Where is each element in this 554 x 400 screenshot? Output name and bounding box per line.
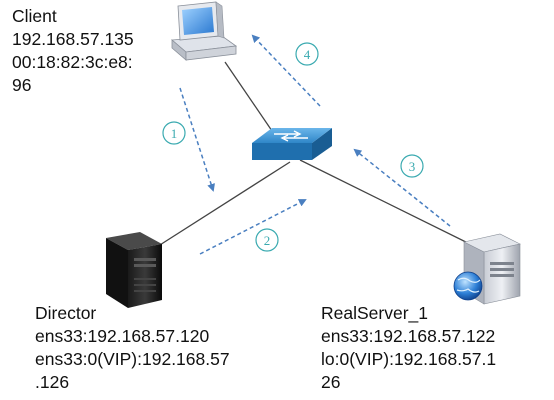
director-label: Director ens33:192.168.57.120 ens33:0(VI…: [35, 302, 230, 394]
realserver-vip-cont: 26: [321, 372, 341, 392]
director-vip-cont: .126: [35, 372, 70, 392]
network-switch-icon: [252, 128, 332, 160]
realserver-vip: lo:0(VIP):192.168.57.1: [321, 349, 497, 369]
client-label: Client 192.168.57.135 00:18:82:3c:e8: 96: [12, 5, 134, 97]
realserver-ip: ens33:192.168.57.122: [321, 326, 496, 346]
arrow-step-1: [179, 87, 215, 192]
client-mac-cont: 96: [12, 75, 32, 95]
client-mac: 00:18:82:3c:e8:: [12, 52, 133, 72]
web-server-globe-icon: [453, 233, 521, 305]
arrow-step-3: [353, 148, 451, 227]
step-badge-1: 1: [162, 121, 186, 145]
link-switch-realserver: [299, 159, 479, 249]
step-number-2: 2: [264, 233, 271, 248]
director-vip: ens33:0(VIP):192.168.57: [35, 349, 230, 369]
step-number-1: 1: [171, 126, 178, 141]
realserver-label: RealServer_1 ens33:192.168.57.122 lo:0(V…: [321, 302, 496, 394]
step-badge-4: 4: [295, 42, 319, 66]
director-name: Director: [35, 303, 97, 323]
server-tower-icon: [106, 232, 162, 308]
step-badge-3: 3: [400, 154, 424, 178]
link-switch-director: [151, 161, 291, 251]
step-number-4: 4: [304, 47, 311, 62]
arrow-step-2: [199, 199, 307, 255]
client-ip: 192.168.57.135: [12, 29, 134, 49]
realserver-name: RealServer_1: [321, 303, 428, 323]
director-ip: ens33:192.168.57.120: [35, 326, 210, 346]
client-name: Client: [12, 6, 57, 26]
arrow-step-4: [251, 34, 321, 107]
step-badge-2: 2: [255, 228, 279, 252]
step-number-3: 3: [409, 159, 416, 174]
desktop-computer-icon: [171, 1, 238, 61]
